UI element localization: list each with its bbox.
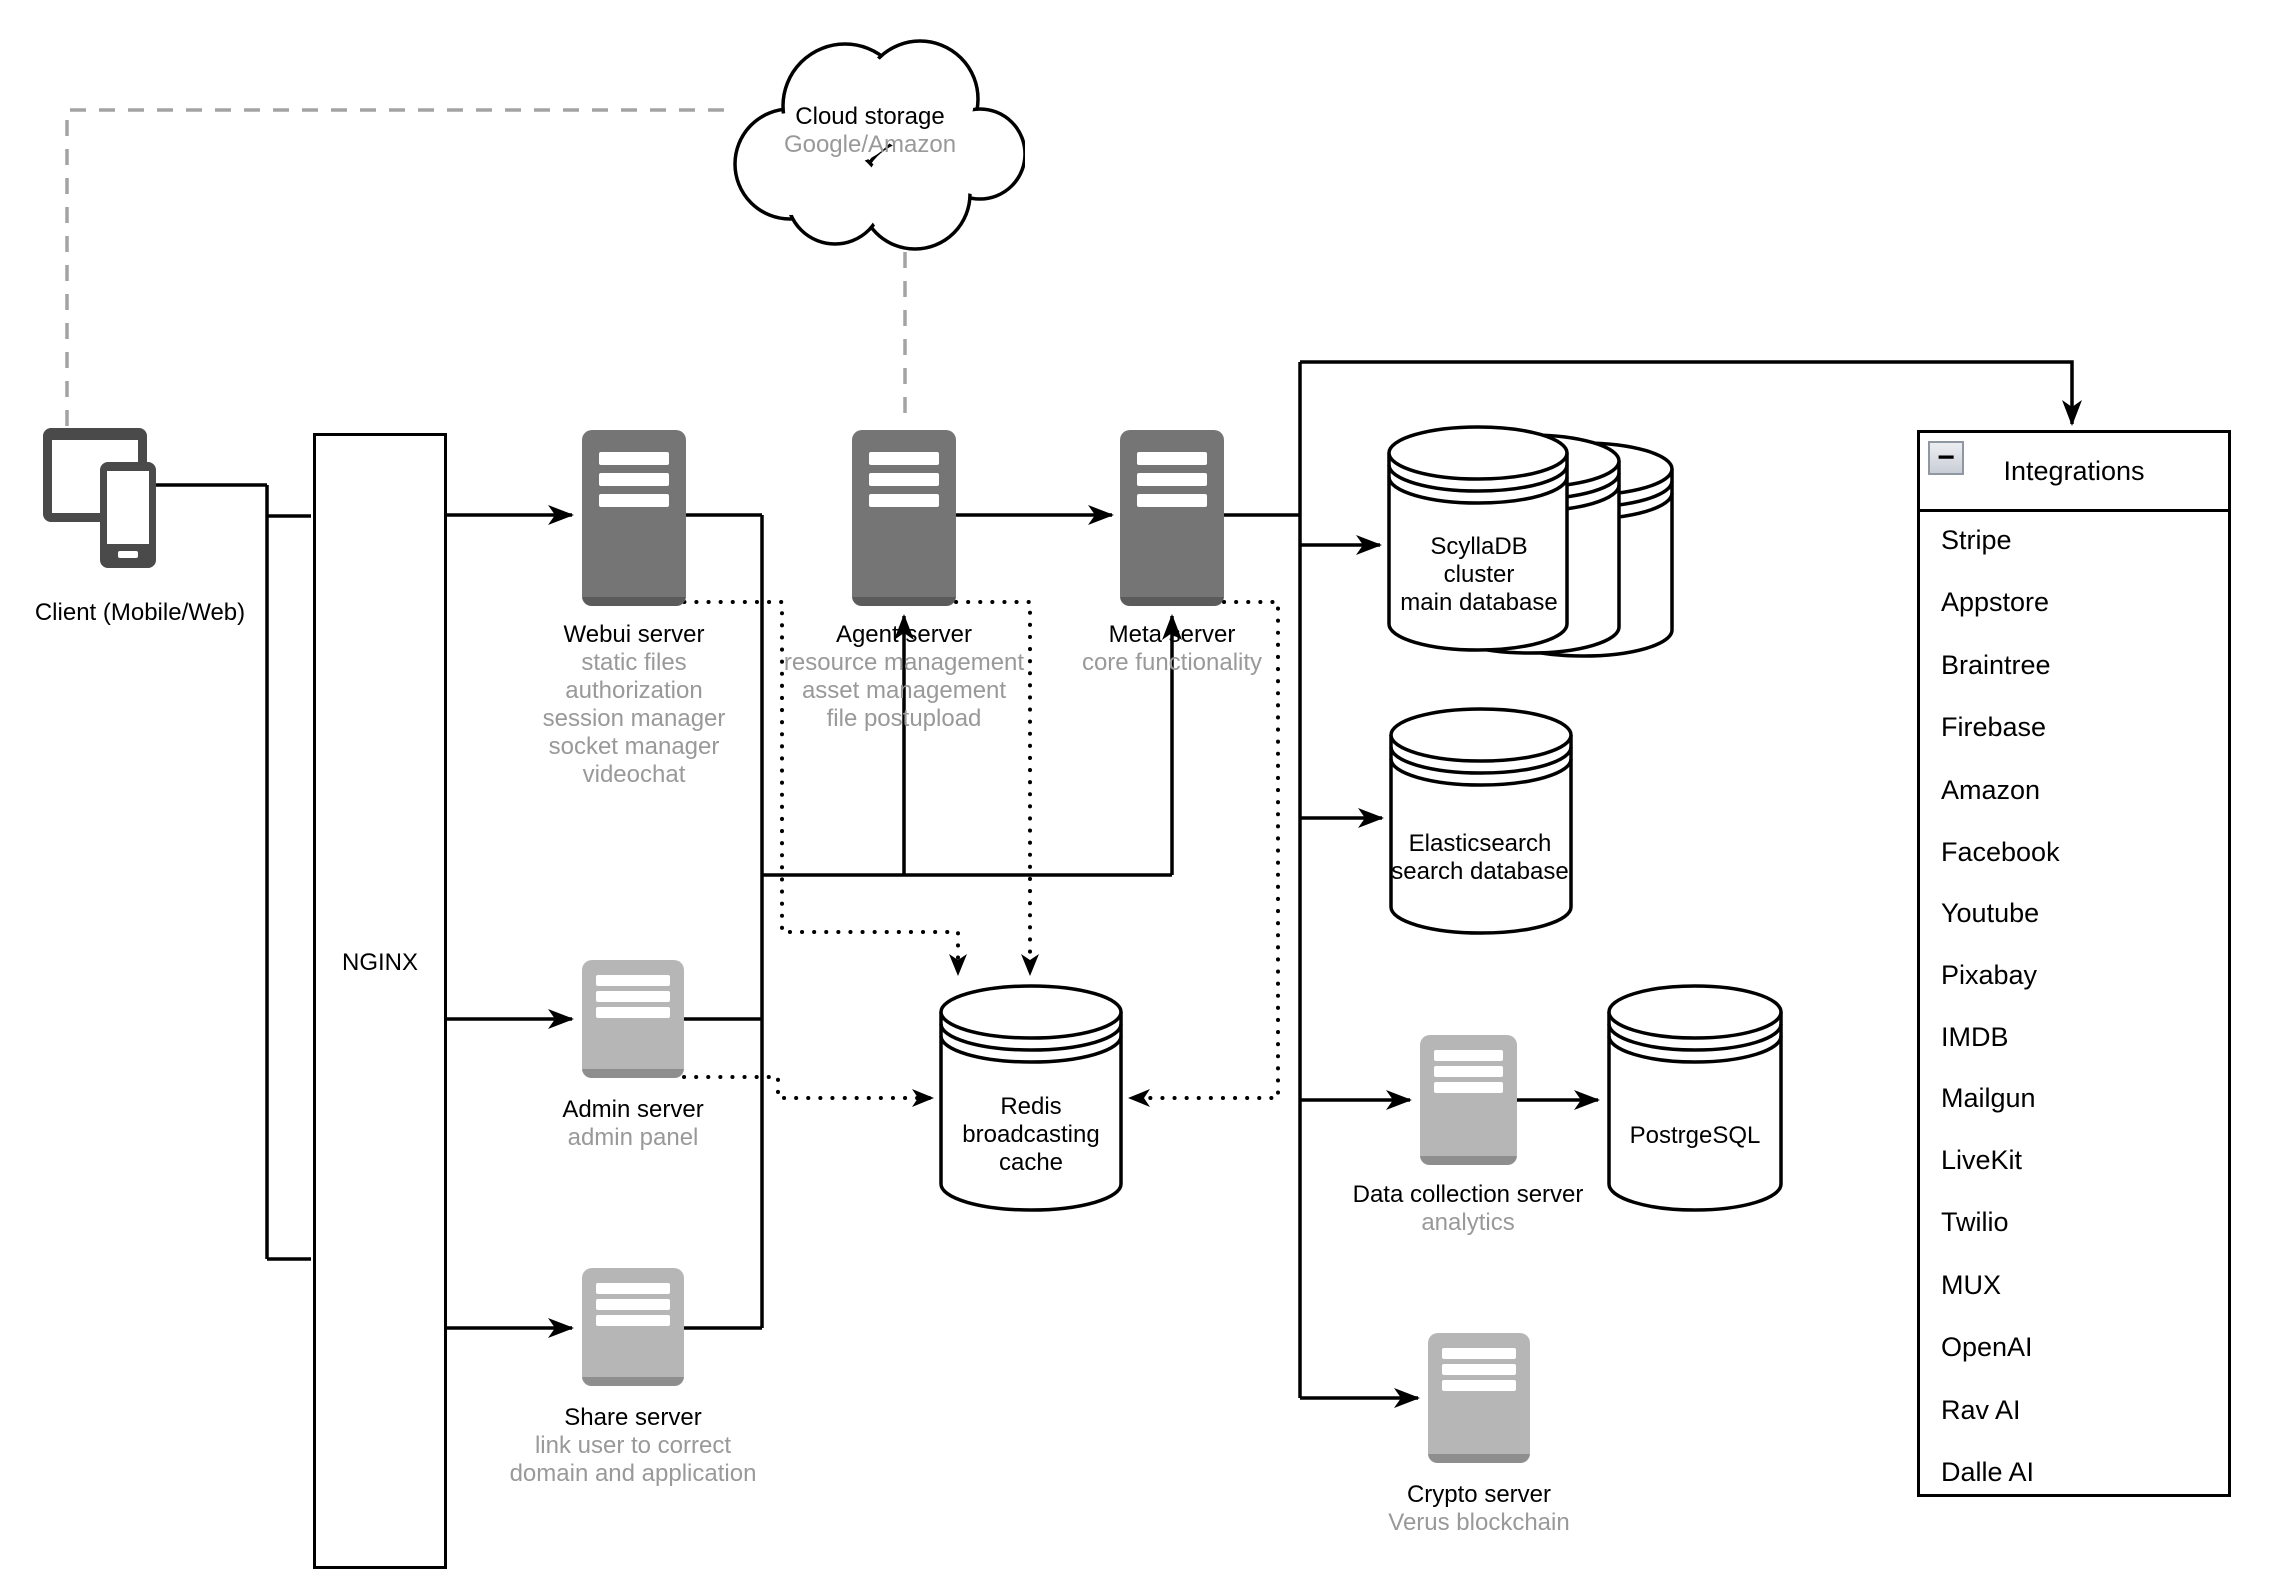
data-collection-server-icon <box>1420 1035 1517 1165</box>
elasticsearch-label: Elasticsearch search database <box>1330 830 1630 886</box>
postgresql-title: PostrgeSQL <box>1629 1122 1761 1149</box>
connector-admin-redis <box>682 1075 934 1107</box>
integration-item-dalle-ai: Dalle AI <box>1941 1457 2035 1487</box>
elasticsearch-cylinder-icon <box>1389 707 1573 935</box>
data-collection-title: Data collection server <box>1352 1181 1584 1208</box>
integration-item-twilio: Twilio <box>1941 1207 2009 1237</box>
connector-to-integrations <box>1300 360 2082 426</box>
webui-server-icon <box>582 430 686 606</box>
elasticsearch-subtitle: search database <box>1391 858 1569 885</box>
integration-item-pixabay: Pixabay <box>1941 960 2038 990</box>
integration-item-firebase: Firebase <box>1941 712 2047 742</box>
scylladb-title2: cluster <box>1443 561 1515 588</box>
cloud-subtitle: Google/Amazon <box>783 131 957 158</box>
phone-homebar-icon <box>118 551 138 558</box>
elasticsearch-title: Elasticsearch <box>1408 830 1552 857</box>
data-collection-label: Data collection server analytics <box>1268 1181 1668 1237</box>
integration-item-mux: MUX <box>1941 1270 2001 1300</box>
redis-subtitle: broadcasting <box>962 1121 1100 1148</box>
integration-item-rav-ai: Rav AI <box>1941 1395 2021 1425</box>
agent-line: asset management <box>801 677 1007 704</box>
integration-item-imdb: IMDB <box>1941 1022 2009 1052</box>
scylladb-subtitle: main database <box>1400 589 1558 616</box>
redis-cylinder-icon <box>939 984 1123 1212</box>
postgresql-cylinder-icon <box>1607 984 1783 1212</box>
admin-server-icon <box>582 960 684 1078</box>
scylladb-label: ScyllaDB cluster main database <box>1359 533 1599 617</box>
webui-line: videochat <box>582 761 686 788</box>
cloud-label: Cloud storage Google/Amazon <box>760 103 980 159</box>
client-label: Client (Mobile/Web) <box>34 599 246 626</box>
data-collection-line: analytics <box>1421 1209 1515 1236</box>
share-title: Share server <box>564 1404 702 1431</box>
meta-server-label: Meta server core functionality <box>1002 621 1342 677</box>
redis-subtitle2: cache <box>998 1149 1064 1176</box>
integration-item-appstore: Appstore <box>1941 587 2050 617</box>
share-server-label: Share server link user to correct domain… <box>463 1404 803 1488</box>
integrations-header-divider <box>1917 509 2231 512</box>
crypto-server-label: Crypto server Verus blockchain <box>1309 1481 1649 1537</box>
integration-item-stripe: Stripe <box>1941 525 2012 555</box>
cloud-title: Cloud storage <box>795 103 945 130</box>
integration-item-youtube: Youtube <box>1941 898 2040 928</box>
integrations-title: Integrations <box>2003 456 2145 486</box>
crypto-title: Crypto server <box>1406 1481 1552 1508</box>
crypto-server-icon <box>1428 1333 1530 1463</box>
admin-line: admin panel <box>567 1124 699 1151</box>
integration-item-braintree: Braintree <box>1941 650 2051 680</box>
admin-server-label: Admin server admin panel <box>463 1096 803 1152</box>
integrations-panel <box>1917 430 2231 1497</box>
nginx-box <box>313 433 447 1569</box>
integration-item-livekit: LiveKit <box>1941 1145 2023 1175</box>
share-line: link user to correct <box>534 1432 732 1459</box>
meta-server-icon <box>1120 430 1224 606</box>
meta-title: Meta server <box>1108 621 1236 648</box>
integration-item-amazon: Amazon <box>1941 775 2041 805</box>
collapse-icon[interactable]: − <box>1928 441 1964 475</box>
integration-item-openai: OpenAI <box>1941 1332 2033 1362</box>
admin-title: Admin server <box>562 1096 704 1123</box>
share-server-icon <box>582 1268 684 1386</box>
scylladb-cylinder-icon <box>1387 425 1674 658</box>
nginx-label: NGINX <box>341 949 418 976</box>
webui-line: socket manager <box>548 733 720 760</box>
scylladb-title: ScyllaDB <box>1430 533 1528 560</box>
share-line: domain and application <box>509 1460 757 1487</box>
agent-line: file postupload <box>826 705 982 732</box>
agent-server-icon <box>852 430 956 606</box>
cloud-icon <box>733 39 1025 251</box>
crypto-line: Verus blockchain <box>1388 1509 1570 1536</box>
integration-item-facebook: Facebook <box>1941 837 2060 867</box>
redis-title: Redis <box>1000 1093 1062 1120</box>
postgresql-label: PostrgeSQL <box>1575 1122 1815 1150</box>
meta-line: core functionality <box>1081 649 1263 676</box>
integration-item-mailgun: Mailgun <box>1941 1083 2036 1113</box>
redis-label: Redis broadcasting cache <box>911 1093 1151 1177</box>
